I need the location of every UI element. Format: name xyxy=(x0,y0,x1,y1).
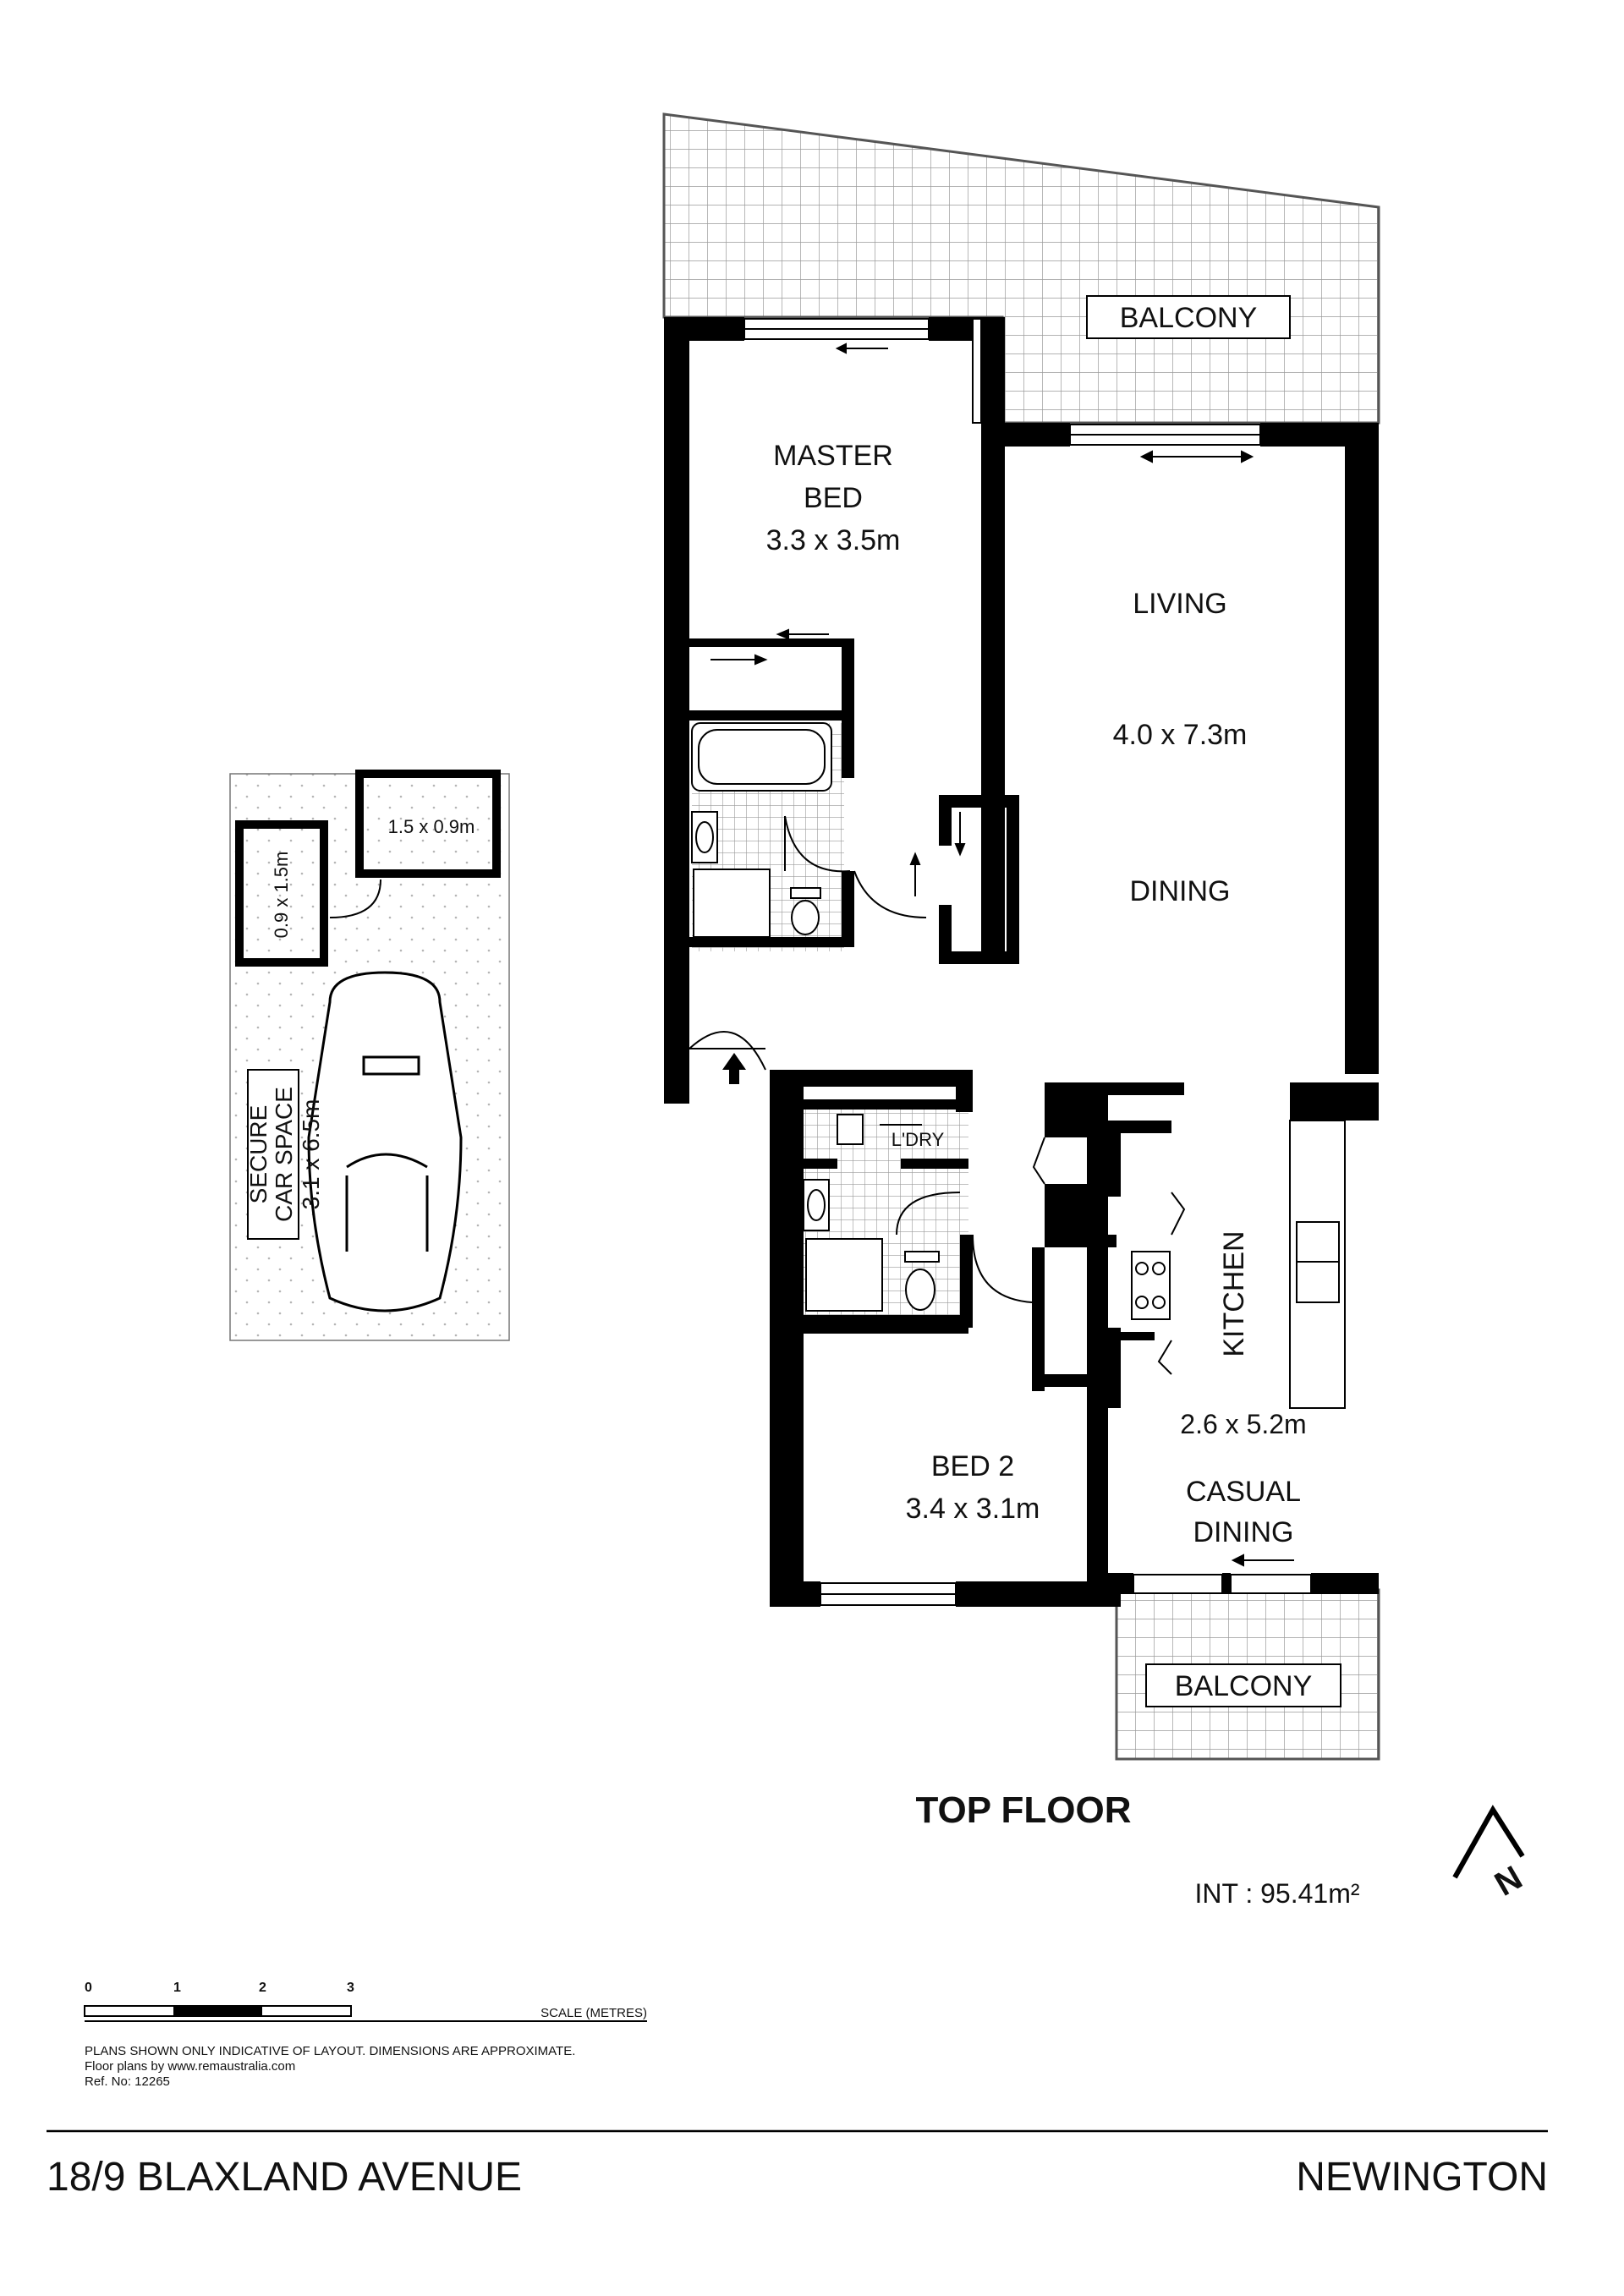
scale-tick-1: 1 xyxy=(173,1981,181,1995)
disclaimer-line-3: Ref. No: 12265 xyxy=(85,2074,170,2089)
casual-dining-label-2: DINING xyxy=(1193,1516,1294,1548)
door-swings xyxy=(689,815,1186,1375)
property-suburb: NEWINGTON xyxy=(1296,2155,1548,2200)
master-bed-label: MASTER xyxy=(773,440,893,472)
floor-name: TOP FLOOR xyxy=(915,1789,1131,1831)
living-label: LIVING xyxy=(1133,588,1226,620)
property-address: 18/9 BLAXLAND AVENUE xyxy=(47,2155,522,2200)
casual-dining-label: CASUAL xyxy=(1186,1476,1301,1508)
living-dimensions: 4.0 x 7.3m xyxy=(1113,719,1248,751)
scale-tick-3: 3 xyxy=(347,1981,354,1995)
disclaimer: PLANS SHOWN ONLY INDICATIVE OF LAYOUT. D… xyxy=(85,2044,575,2089)
garage xyxy=(229,770,510,1341)
bed2-dimensions: 3.4 x 3.1m xyxy=(906,1493,1040,1525)
car-icon xyxy=(307,971,463,1312)
north-arrow-icon: N xyxy=(1452,1805,1528,1904)
dining-label: DINING xyxy=(1130,875,1231,907)
windows xyxy=(743,318,1312,1606)
sliding-door-arrows xyxy=(710,342,1294,1567)
car-space-label-1: SECURE xyxy=(245,1105,272,1204)
kitchen-label: KITCHEN xyxy=(1218,1230,1250,1356)
disclaimer-line-1: PLANS SHOWN ONLY INDICATIVE OF LAYOUT. D… xyxy=(85,2044,575,2058)
entry-arrow-icon xyxy=(722,1053,746,1084)
scale-tick-2: 2 xyxy=(259,1981,266,1995)
walls xyxy=(664,317,1379,1607)
scale-caption: SCALE (METRES) xyxy=(540,2006,647,2020)
car-space-dimensions: 3.1 x 6.5m xyxy=(298,1099,324,1210)
master-bed-dimensions: 3.3 x 3.5m xyxy=(766,524,901,556)
internal-area: INT : 95.41m² xyxy=(1194,1878,1359,1909)
bed2-label: BED 2 xyxy=(931,1450,1014,1482)
room-labels: MASTER BED 3.3 x 3.5m LIVING 4.0 x 7.3m … xyxy=(245,295,1360,1909)
car-space-label-2: CAR SPACE xyxy=(271,1087,297,1222)
disclaimer-line-2: Floor plans by www.remaustralia.com xyxy=(85,2059,295,2074)
kitchen-dimensions: 2.6 x 5.2m xyxy=(1180,1409,1306,1439)
scale-bar: 0 1 2 3 SCALE (METRES) xyxy=(84,1981,647,2022)
store-a-label: 1.5 x 0.9m xyxy=(388,816,475,837)
balcony-top xyxy=(662,112,1380,425)
store-b-label: 0.9 x 1.5m xyxy=(271,852,292,939)
fixtures xyxy=(691,722,1346,1409)
balcony-top-label: BALCONY xyxy=(1120,302,1258,334)
master-bed-label-2: BED xyxy=(804,482,863,514)
north-label: N xyxy=(1489,1859,1528,1904)
balcony-bottom-label: BALCONY xyxy=(1175,1670,1313,1702)
scale-tick-0: 0 xyxy=(85,1981,92,1995)
laundry-label: L'DRY xyxy=(892,1129,945,1150)
